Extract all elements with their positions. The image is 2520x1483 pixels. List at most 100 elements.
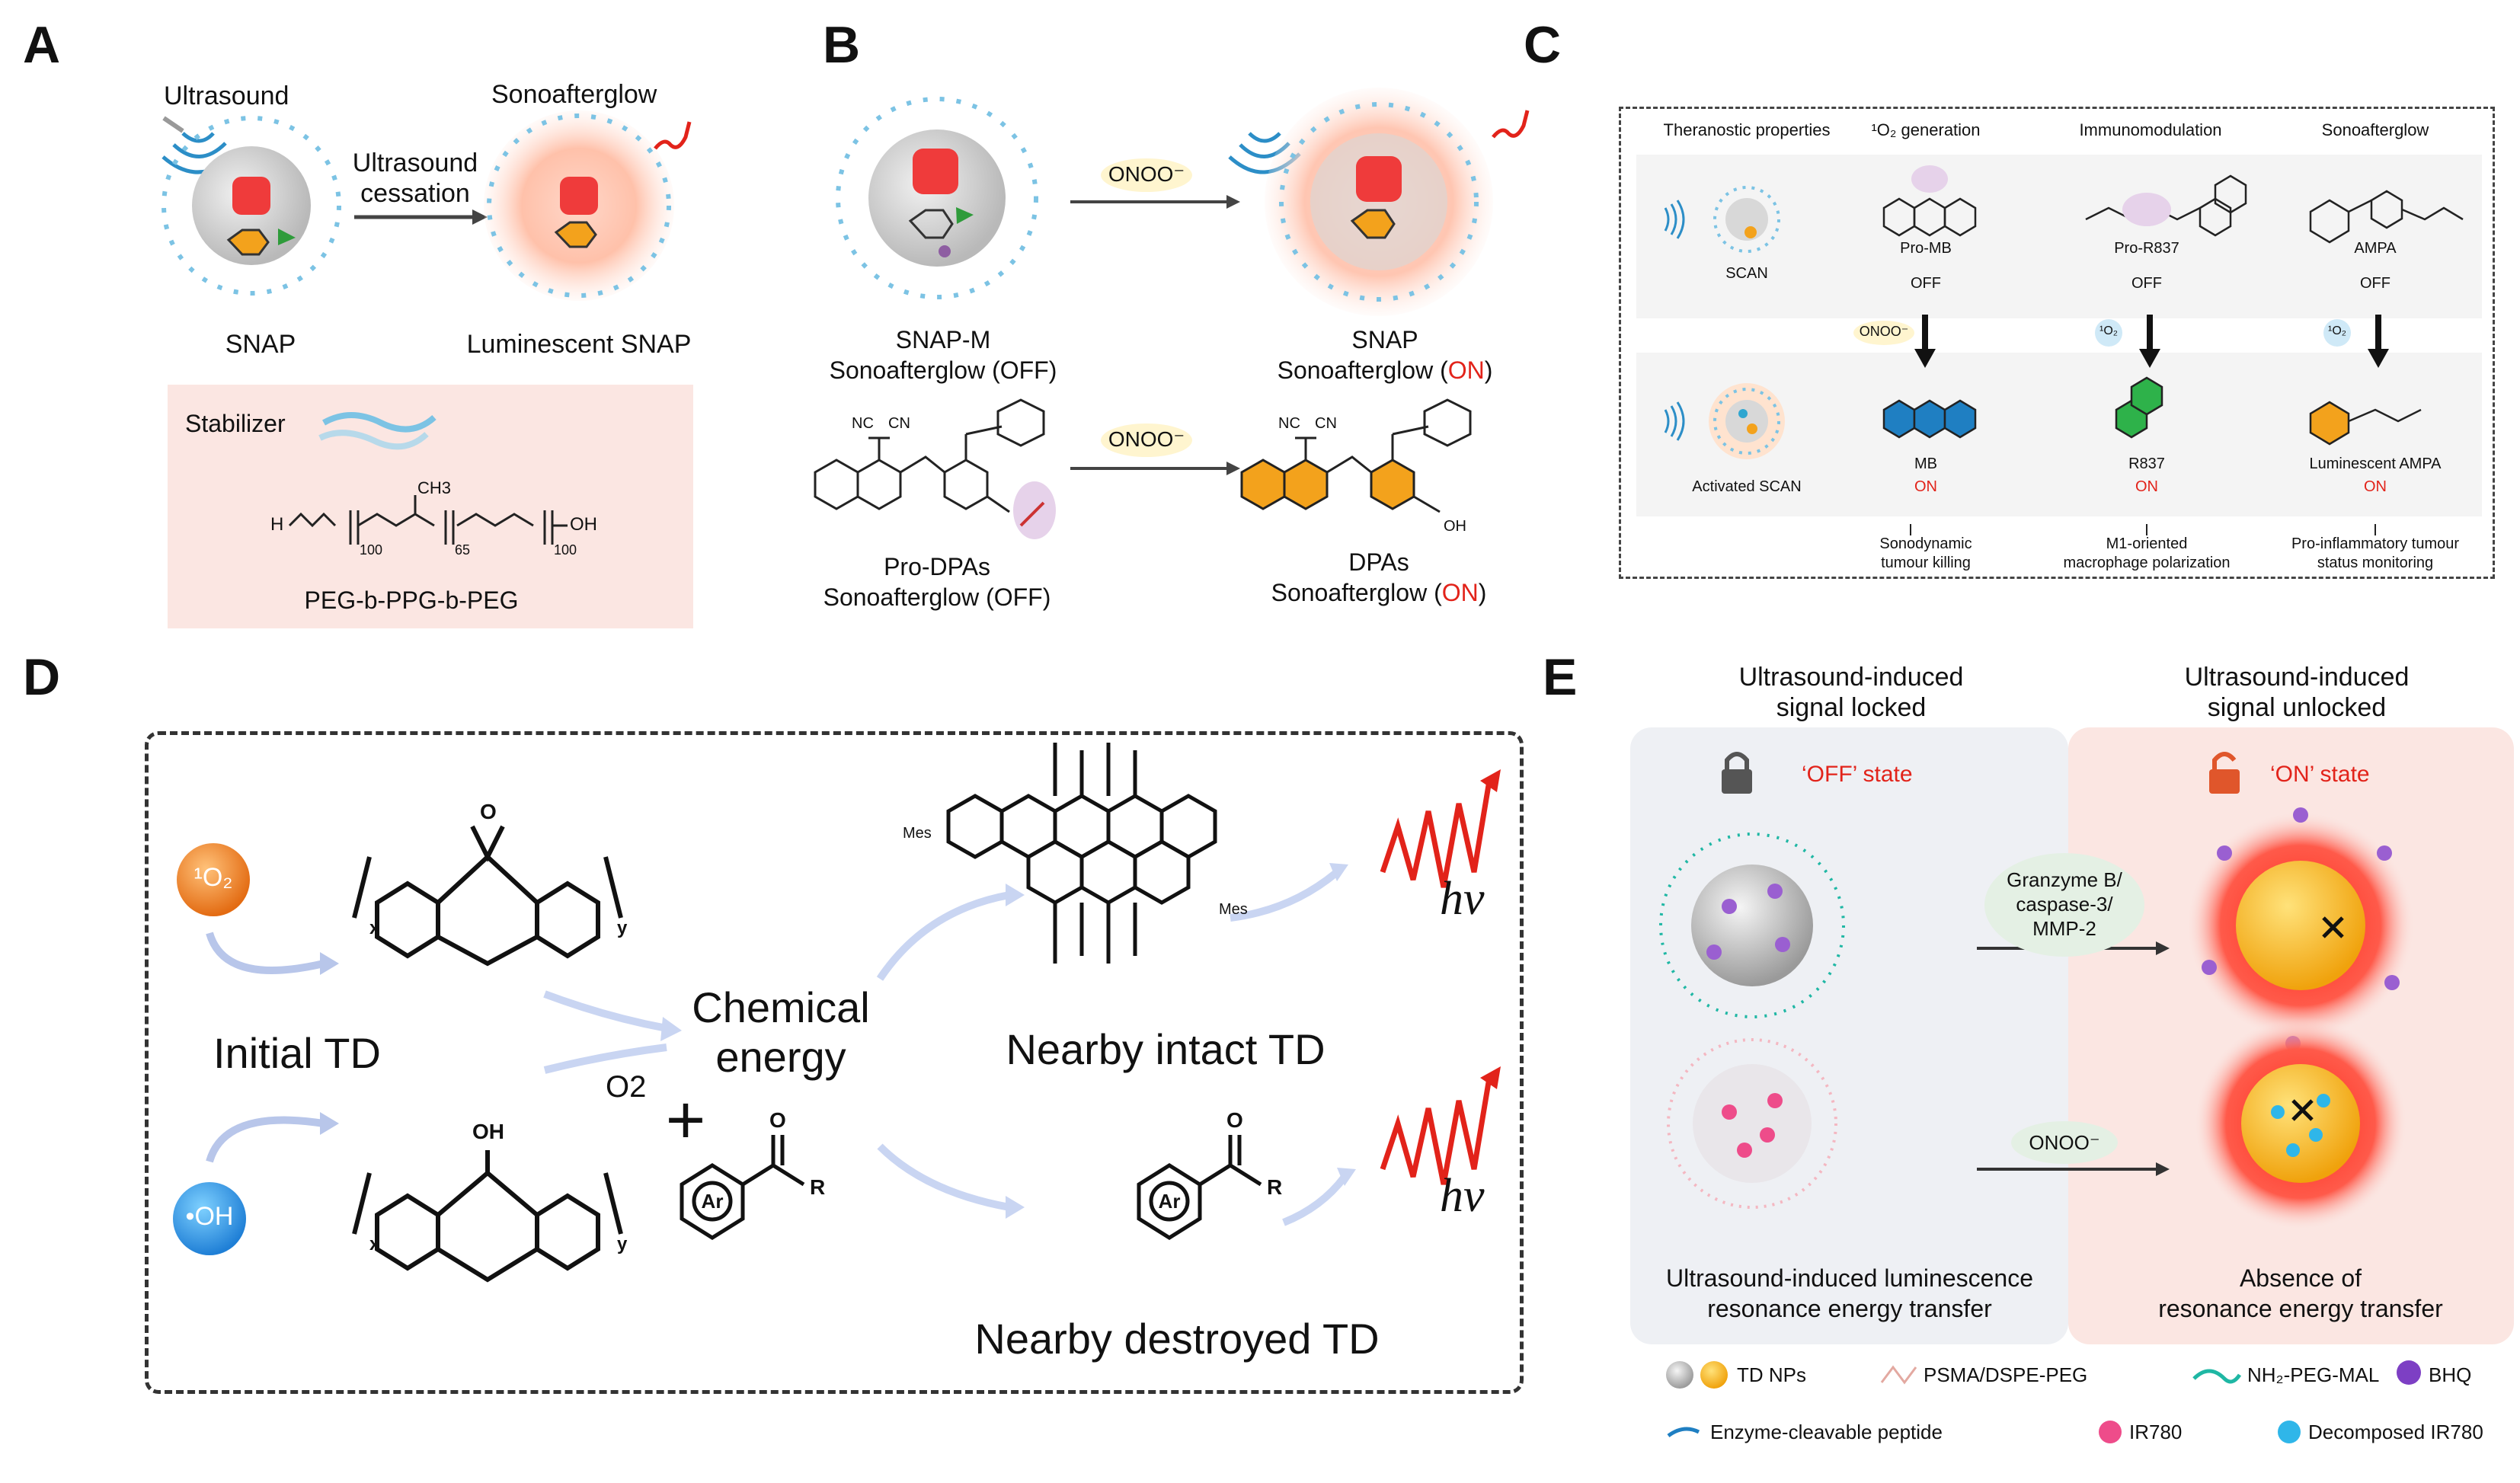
d-r-label-1: R bbox=[810, 1175, 826, 1199]
d-o2-label: O2 bbox=[606, 1070, 647, 1104]
d-nearby-destroyed-label: Nearby destroyed TD bbox=[974, 1315, 1380, 1363]
c-waves-top-icon bbox=[1664, 200, 1685, 239]
radical-td-structure-icon bbox=[352, 1150, 623, 1283]
legend-enzyme-peptide: Enzyme-cleavable peptide bbox=[1710, 1421, 1943, 1443]
panel-b: ONOO⁻ ONOO⁻ SNAP-M Sonoafterglow (OFF) S… bbox=[792, 0, 1539, 632]
legend-nh2-peg-mal-icon bbox=[2192, 1369, 2242, 1384]
d-ar-label-2: Ar bbox=[1158, 1190, 1181, 1213]
transducer-icon bbox=[162, 116, 184, 133]
e-bottom-left-2: resonance energy transfer bbox=[1707, 1295, 1992, 1322]
initial-td-structure-icon bbox=[352, 825, 623, 967]
e-enzyme-3: MMP-2 bbox=[2032, 917, 2096, 940]
c-header-sonoafterglow: Sonoafterglow bbox=[2321, 120, 2429, 139]
pro-mb-structure-icon bbox=[1882, 197, 1977, 237]
c-outcome-3b: status monitoring bbox=[2317, 555, 2434, 571]
dpas-structure-icon bbox=[1240, 398, 1472, 513]
a-arrow-label-1: Ultrasound bbox=[352, 149, 478, 177]
lock-open-icon bbox=[2209, 752, 2240, 794]
d-o-label-top: O bbox=[480, 800, 497, 823]
c-pro-mb-label: Pro-MB bbox=[1900, 240, 1952, 257]
d-o-label-1: O bbox=[769, 1108, 786, 1132]
panel-e: Ultrasound-induced signal locked Ultraso… bbox=[1623, 663, 2520, 1483]
c-down-arrows bbox=[1914, 315, 2389, 368]
c-pro-r837-off: OFF bbox=[2131, 275, 2162, 292]
d-initial-td-label: Initial TD bbox=[213, 1029, 381, 1077]
luminescent-ampa-structure-icon bbox=[2309, 401, 2422, 446]
aryl-ketone-icon-1 bbox=[680, 1135, 805, 1240]
c-outcome-arrows bbox=[1910, 524, 2376, 535]
b-emission-icon bbox=[1492, 110, 1530, 139]
emission-wave-icon-2 bbox=[1380, 1077, 1492, 1185]
panel-letter-d: D bbox=[23, 648, 61, 706]
legend-bhq: BHQ bbox=[2429, 1363, 2472, 1386]
b-nc-label-2: NC bbox=[1278, 415, 1300, 432]
hydroxyl-radical-ball-icon bbox=[173, 1182, 246, 1255]
b-snap-state: Sonoafterglow (ON) bbox=[1277, 356, 1493, 384]
c-outcome-3a: Pro-inflammatory tumour bbox=[2291, 535, 2460, 552]
b-snap-m-label: SNAP-M bbox=[895, 326, 991, 353]
legend-bhq-icon bbox=[2397, 1360, 2421, 1385]
snap-particle-icon bbox=[161, 116, 341, 296]
e-bottom-right-2: resonance energy transfer bbox=[2158, 1295, 2443, 1322]
c-ampa-label: AMPA bbox=[2354, 240, 2397, 257]
e-unlocked-title-2: signal unlocked bbox=[2207, 693, 2387, 722]
panel-d: ¹O₂ •OH Initial TD O2 Chemical energy + … bbox=[145, 731, 1524, 1394]
c-ampa-off: OFF bbox=[2360, 275, 2390, 292]
d-hv-label-2: hν bbox=[1440, 1170, 1485, 1222]
d-y-label-1: y bbox=[617, 918, 628, 938]
c-ampa-on: ON bbox=[2364, 478, 2387, 495]
emission-icon bbox=[654, 121, 692, 150]
c-mb-label: MB bbox=[1914, 455, 1937, 472]
d-oh-label: OH bbox=[472, 1120, 504, 1143]
d-hydroxyl-label: •OH bbox=[185, 1202, 234, 1231]
c-outcome-2a: M1-oriented bbox=[2106, 535, 2188, 552]
panel-a-graphics bbox=[161, 110, 693, 628]
legend-decomposed-ir780-icon bbox=[2278, 1421, 2301, 1443]
b-snap-label: SNAP bbox=[1351, 326, 1418, 353]
polymer-structure-icon bbox=[288, 495, 568, 545]
legend-nh2-peg-mal: NH₂-PEG-MAL bbox=[2247, 1363, 2380, 1386]
panel-letter-c: C bbox=[1524, 16, 1562, 74]
c-trigger-onoo: ONOO⁻ bbox=[1859, 324, 1909, 339]
legend-gray-np-icon bbox=[1666, 1361, 1693, 1389]
lock-closed-icon bbox=[1722, 752, 1752, 794]
a-polymer-oh: OH bbox=[570, 514, 597, 535]
d-mes-label-2: Mes bbox=[1219, 901, 1248, 918]
d-plus-label: + bbox=[665, 1082, 706, 1159]
b-dpas-label: DPAs bbox=[1348, 548, 1409, 576]
panel-letter-b: B bbox=[823, 16, 861, 74]
c-r837-on: ON bbox=[2135, 478, 2158, 495]
d-o-label-2: O bbox=[1226, 1108, 1243, 1132]
panel-c: Theranostic properties ¹O₂ generation Im… bbox=[1619, 107, 2495, 579]
panel-letter-a: A bbox=[23, 16, 61, 74]
a-ultrasound-label: Ultrasound bbox=[164, 82, 289, 110]
panel-c-graphics bbox=[1636, 155, 2482, 535]
c-header-theranostic: Theranostic properties bbox=[1663, 120, 1831, 139]
e-bottom-left-1: Ultrasound-induced luminescence bbox=[1665, 1264, 2034, 1292]
b-snap-m-state: Sonoafterglow (OFF) bbox=[829, 356, 1057, 384]
c-outcome-1b: tumour killing bbox=[1881, 555, 1971, 571]
panel-b-graphics bbox=[814, 88, 1530, 539]
a-arrow-label-2: cessation bbox=[360, 179, 470, 208]
b-pro-dpas-state: Sonoafterglow (OFF) bbox=[823, 583, 1051, 611]
d-singlet-o2-label: ¹O₂ bbox=[193, 863, 233, 892]
snap-m-particle-icon bbox=[836, 97, 1038, 299]
d-x-label-2: x bbox=[369, 1234, 380, 1254]
d-hv-label-1: hν bbox=[1440, 873, 1485, 925]
intact-td-structure-icon bbox=[946, 743, 1217, 964]
e-locked-title-2: signal locked bbox=[1776, 693, 1927, 722]
ir780-loaded-np-icon bbox=[1667, 1038, 1837, 1209]
r837-structure-icon bbox=[2115, 376, 2163, 439]
d-nearby-intact-label: Nearby intact TD bbox=[1006, 1025, 1326, 1073]
d-x-label-1: x bbox=[369, 918, 380, 938]
c-mb-on: ON bbox=[1914, 478, 1937, 495]
b-pro-dpas-label: Pro-DPAs bbox=[884, 553, 990, 580]
unlocked-td-np-icon bbox=[2186, 807, 2415, 1051]
legend-decomposed-ir780: Decomposed IR780 bbox=[2308, 1421, 2483, 1443]
activated-scan-particle-icon bbox=[1709, 383, 1785, 459]
c-outcome-1a: Sonodynamic bbox=[1879, 535, 1972, 552]
b-nc-label-1: NC bbox=[852, 415, 874, 432]
c-trigger-o2-2: ¹O₂ bbox=[2328, 324, 2346, 337]
d-ar-label-1: Ar bbox=[701, 1190, 724, 1213]
legend-peptide-icon bbox=[1667, 1427, 1700, 1438]
